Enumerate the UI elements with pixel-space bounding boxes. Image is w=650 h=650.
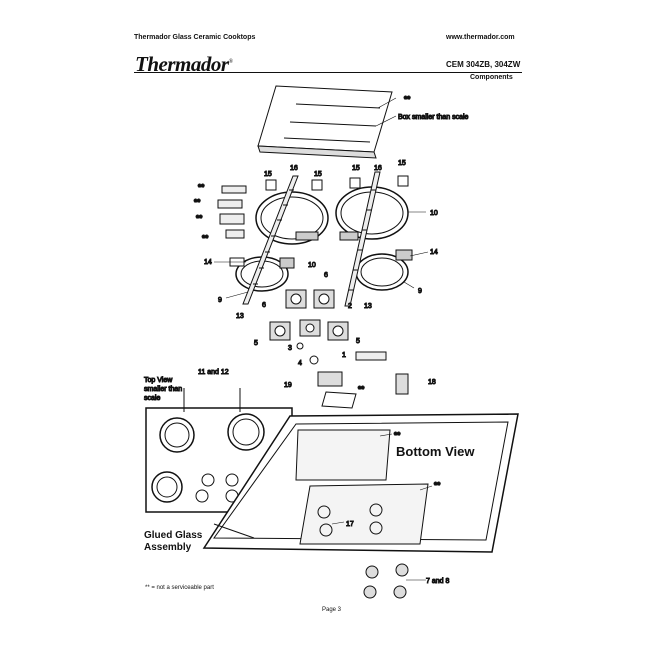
part-10-label: 10 [308, 262, 316, 269]
part-6-label: 6 [262, 302, 266, 309]
part-17-label: 17 [346, 521, 354, 528]
part-13-label: 13 [364, 303, 372, 310]
header-rule [134, 72, 522, 73]
part-9-label: 9 [418, 288, 422, 295]
part-19 [317, 371, 343, 387]
not-serviceable-mark: ** [202, 234, 209, 243]
part-3 [296, 342, 304, 350]
infinite-switches [285, 289, 335, 309]
part-5-label: 5 [356, 338, 360, 345]
part-15-label: 15 [398, 160, 406, 167]
website-url[interactable]: www.thermador.com [446, 34, 515, 41]
heating-element-left-large [255, 191, 329, 245]
knobs-label: 7 and 8 [426, 578, 449, 585]
not-serviceable-mark: ** [404, 95, 411, 104]
leader-lines [214, 97, 433, 581]
box-part [257, 85, 393, 159]
not-serviceable-mark: ** [194, 198, 201, 207]
switches-5 [269, 319, 349, 341]
top-view-label: Top View [144, 377, 173, 384]
model-number: CEM 304ZB, 304ZW [446, 60, 521, 69]
not-serviceable-mark: ** [394, 431, 401, 440]
part-1-label: 1 [342, 352, 346, 359]
part-14-label: 14 [430, 249, 438, 256]
support-rail-right [344, 171, 381, 307]
clip-parts [265, 175, 409, 191]
page-number: Page 3 [322, 607, 342, 613]
glued-glass-label: Glued Glass [144, 530, 203, 541]
not-serviceable-mark: ** [358, 385, 365, 394]
control-knobs [363, 563, 409, 599]
not-serviceable-mark: ** [196, 214, 203, 223]
bracket-part [321, 391, 357, 409]
part-5-label: 5 [254, 340, 258, 347]
section-title: Components [470, 74, 513, 81]
part-14-label: 14 [204, 259, 212, 266]
bottom-view-label: Bottom View [396, 444, 475, 459]
document-title: Thermador Glass Ceramic Cooktops [134, 34, 256, 41]
part-18 [395, 373, 409, 395]
part-19-label: 19 [284, 382, 292, 389]
top-view-label: scale [144, 395, 160, 402]
part-15-label: 15 [264, 171, 272, 178]
not-serviceable-mark: ** [434, 481, 441, 490]
part-16-label: 16 [290, 165, 298, 172]
non-serviceable-parts-left [217, 185, 247, 239]
part-9-label: 9 [218, 297, 222, 304]
glued-glass-label: Assembly [144, 542, 192, 553]
part-13-label: 13 [236, 313, 244, 320]
part-10-label: 10 [430, 210, 438, 217]
part-18-label: 18 [428, 379, 436, 386]
part-1 [355, 351, 387, 361]
top-view-label: smaller than [144, 386, 182, 393]
part-16-label: 16 [374, 165, 382, 172]
part-15-label: 15 [352, 165, 360, 172]
not-serviceable-mark: ** [198, 183, 205, 192]
part-3-label: 3 [288, 345, 292, 352]
top-view-parts-label: 11 and 12 [198, 369, 229, 376]
part-4-label: 4 [298, 360, 302, 367]
footnote: ** = not a serviceable part [145, 585, 214, 591]
part-15-label: 15 [314, 171, 322, 178]
part-6-label: 6 [324, 272, 328, 279]
heating-element-right-small [355, 249, 413, 291]
support-rail-left [242, 175, 299, 305]
part-2-label: 2 [348, 303, 352, 310]
box-note: Box smaller than scale [398, 114, 469, 121]
bottom-view-tray [202, 413, 519, 553]
part-4 [309, 355, 319, 365]
